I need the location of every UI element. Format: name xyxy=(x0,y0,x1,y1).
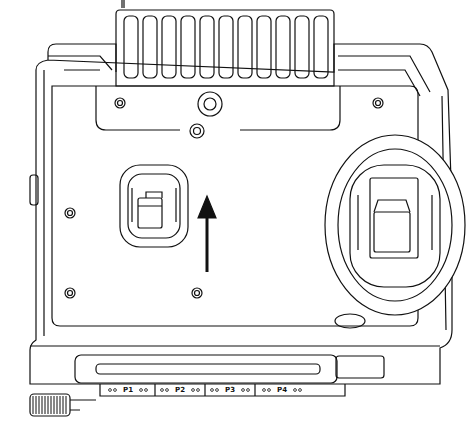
screw-head xyxy=(376,101,381,106)
eyecup-inner xyxy=(338,149,452,301)
mount-hole-inner xyxy=(204,98,216,110)
pin-dot xyxy=(263,389,266,392)
slot-guides xyxy=(132,188,176,222)
pin-dot xyxy=(197,389,200,392)
screw xyxy=(65,288,75,298)
card-slot-inner xyxy=(128,174,180,238)
screw-head xyxy=(118,101,123,106)
knurl-line xyxy=(60,396,61,414)
knurl-line xyxy=(33,396,34,414)
screw-head xyxy=(68,211,73,216)
fin xyxy=(200,16,214,78)
fin xyxy=(181,16,195,78)
knurl-line xyxy=(57,396,58,414)
knurl-line xyxy=(54,396,55,414)
knurl-line xyxy=(42,396,43,414)
pin-dot xyxy=(211,389,214,392)
pin-dot xyxy=(145,389,148,392)
knurl-line xyxy=(36,396,37,414)
panel-recess xyxy=(96,86,340,130)
screw-head xyxy=(195,291,200,296)
left-rail xyxy=(48,56,112,70)
pin-dot xyxy=(140,389,143,392)
knurled-knob xyxy=(30,394,70,416)
pin-dot xyxy=(114,389,117,392)
screw xyxy=(192,288,202,298)
eyecup-card-bay xyxy=(370,178,418,258)
screw xyxy=(65,208,75,218)
pin-strip xyxy=(100,384,345,396)
knurl-line xyxy=(39,396,40,414)
fin xyxy=(162,16,176,78)
pin-label: P4 xyxy=(276,386,288,394)
heat-sink xyxy=(116,10,334,86)
pin-dot xyxy=(161,389,164,392)
insert-arrow-shaft xyxy=(206,215,209,272)
base-foot xyxy=(335,314,365,328)
knurl-line xyxy=(45,396,46,414)
heat-sink-fins xyxy=(124,16,328,78)
fin xyxy=(124,16,138,78)
pin-hole xyxy=(190,124,204,138)
knurl-line xyxy=(51,396,52,414)
pin-dots xyxy=(109,389,302,392)
eyecup-detail xyxy=(358,195,432,250)
card-detail xyxy=(138,192,162,206)
connector-slot xyxy=(96,364,320,374)
status-window xyxy=(336,356,384,378)
mount-hole xyxy=(198,92,222,116)
knob-knurling xyxy=(33,396,66,414)
fin xyxy=(295,16,309,78)
base-line xyxy=(30,345,440,346)
card-slot-surround xyxy=(120,165,188,247)
pin-strip-dividers xyxy=(155,384,255,396)
pin-dot xyxy=(166,389,169,392)
pin-dot xyxy=(299,389,302,392)
knurl-line xyxy=(63,396,64,414)
memory-card xyxy=(138,198,162,228)
knurl-line xyxy=(48,396,49,414)
pin-dot xyxy=(216,389,219,392)
pin-hole-inner xyxy=(194,128,201,135)
right-rail xyxy=(338,56,430,96)
fin xyxy=(314,16,328,78)
screw-head xyxy=(68,291,73,296)
fin xyxy=(276,16,290,78)
fin xyxy=(238,16,252,78)
fin xyxy=(219,16,233,78)
pin-dot xyxy=(192,389,195,392)
screw xyxy=(115,98,125,108)
insert-arrow-head xyxy=(198,196,216,218)
eyecup-outer xyxy=(325,135,465,315)
connector-bay xyxy=(75,355,337,383)
fin xyxy=(143,16,157,78)
pin-dot xyxy=(247,389,250,392)
side-button xyxy=(30,175,38,205)
knob-shaft xyxy=(70,400,96,410)
eyecup-card xyxy=(374,212,410,252)
fin xyxy=(257,16,271,78)
pin-dot xyxy=(294,389,297,392)
screw xyxy=(373,98,383,108)
pin-dot xyxy=(109,389,112,392)
eyecup-slot xyxy=(350,165,440,287)
knurl-line xyxy=(66,396,67,414)
pin-label: P3 xyxy=(224,386,236,394)
pin-dot xyxy=(268,389,271,392)
pin-label: P2 xyxy=(174,386,186,394)
heat-sink-tab xyxy=(122,0,124,8)
pin-dot xyxy=(242,389,245,392)
pin-label: P1 xyxy=(122,386,134,394)
